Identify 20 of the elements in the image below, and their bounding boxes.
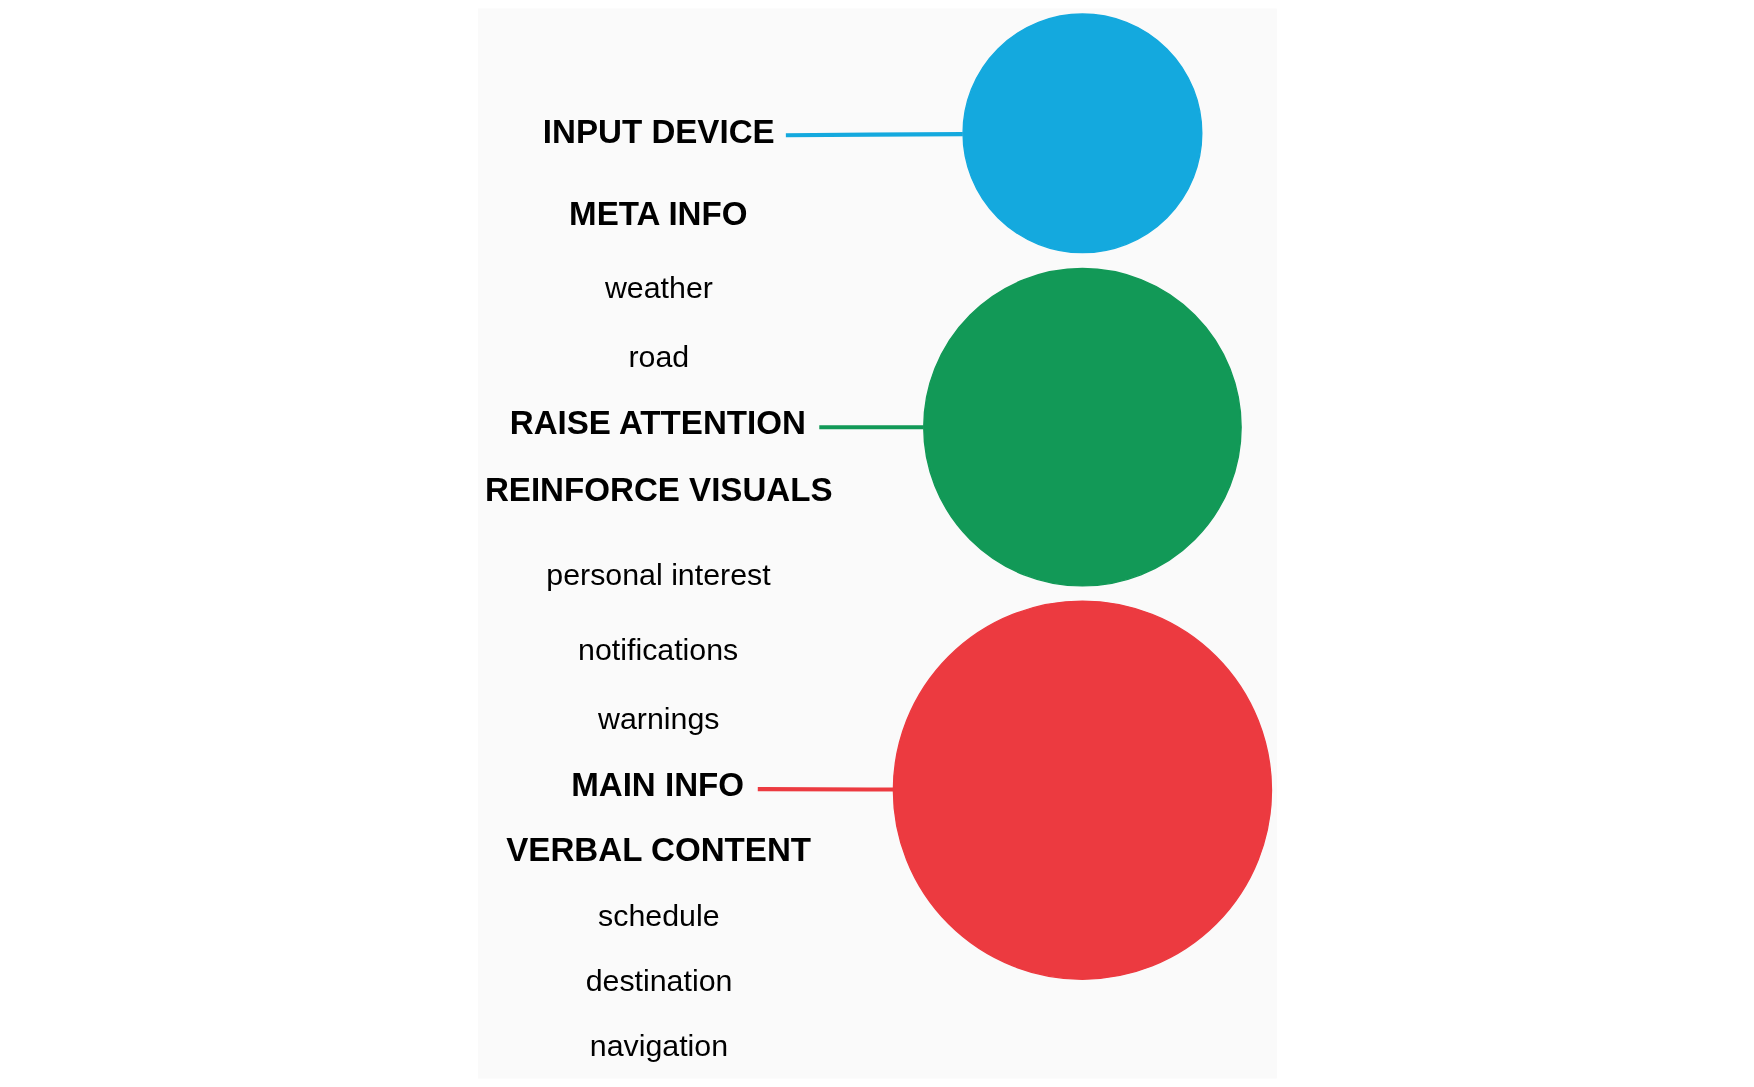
node-text: MAIN INFO <box>570 765 744 803</box>
label: navigation <box>589 1028 728 1062</box>
label: VERBAL CONTENT <box>505 830 811 868</box>
label: warnings <box>597 701 719 735</box>
node-circle <box>961 13 1202 254</box>
label: road <box>627 340 689 374</box>
connector <box>785 132 963 138</box>
label: personal interest <box>545 558 771 592</box>
connector <box>757 787 893 792</box>
label: notifications <box>577 632 738 666</box>
label: weather <box>604 271 713 305</box>
node-circle <box>922 267 1242 587</box>
connector <box>818 425 923 430</box>
node-text: INPUT DEVICE <box>542 113 775 151</box>
label: META INFO <box>568 194 747 232</box>
node-circle <box>892 600 1272 980</box>
label: destination <box>585 964 732 998</box>
label: REINFORCE VISUALS <box>484 470 833 508</box>
node-text: RAISE ATTENTION <box>509 404 806 442</box>
label: schedule <box>597 899 720 933</box>
